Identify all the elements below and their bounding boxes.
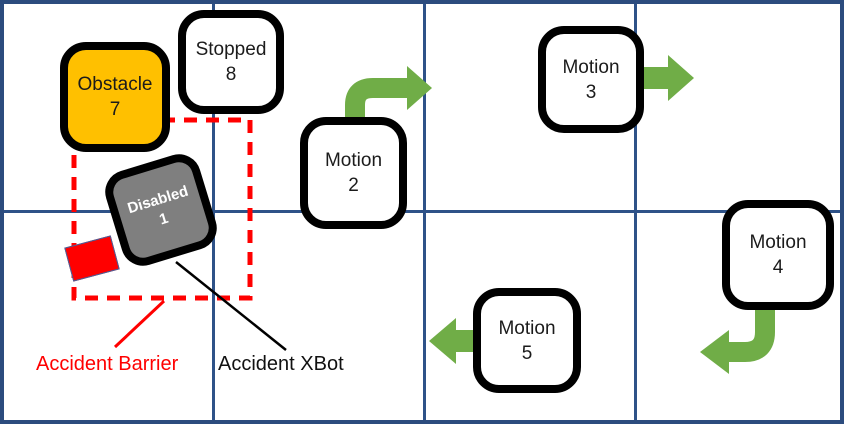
robot-label: Motion (562, 56, 620, 78)
curved-right-arrow-icon (345, 66, 432, 122)
robot-label: Motion (498, 317, 556, 339)
robot-number: 3 (585, 81, 597, 103)
robot-motion-3: Motion 3 (538, 26, 644, 133)
robot-motion-2: Motion 2 (300, 117, 407, 229)
robot-label: Stopped (195, 39, 267, 60)
robot-number: 7 (109, 99, 121, 120)
curved-left-arrow-icon (700, 303, 775, 374)
robot-motion-5: Motion 5 (473, 288, 581, 393)
robot-stopped-8: Stopped 8 (178, 10, 284, 114)
robot-label: Motion (749, 232, 807, 253)
accident-barrier-label: Accident Barrier (36, 353, 179, 375)
accident-xbot-label: Accident XBot (218, 353, 344, 375)
robot-number: 5 (521, 342, 533, 364)
right-arrow-icon (644, 55, 694, 101)
robot-number: 4 (772, 257, 784, 278)
robot-obstacle-7: Obstacle 7 (60, 42, 170, 152)
grid-line-horizontal-1 (4, 210, 840, 213)
barrier-leader-line (113, 299, 166, 349)
robot-label: Motion (324, 150, 383, 171)
robot-label: Obstacle (77, 74, 153, 95)
robot-motion-4: Motion 4 (722, 200, 834, 310)
left-arrow-icon (429, 318, 474, 364)
xbot-leader-line (175, 261, 287, 351)
robot-number: 8 (225, 64, 237, 85)
robot-number: 1 (157, 209, 171, 229)
robot-number: 2 (348, 175, 359, 196)
